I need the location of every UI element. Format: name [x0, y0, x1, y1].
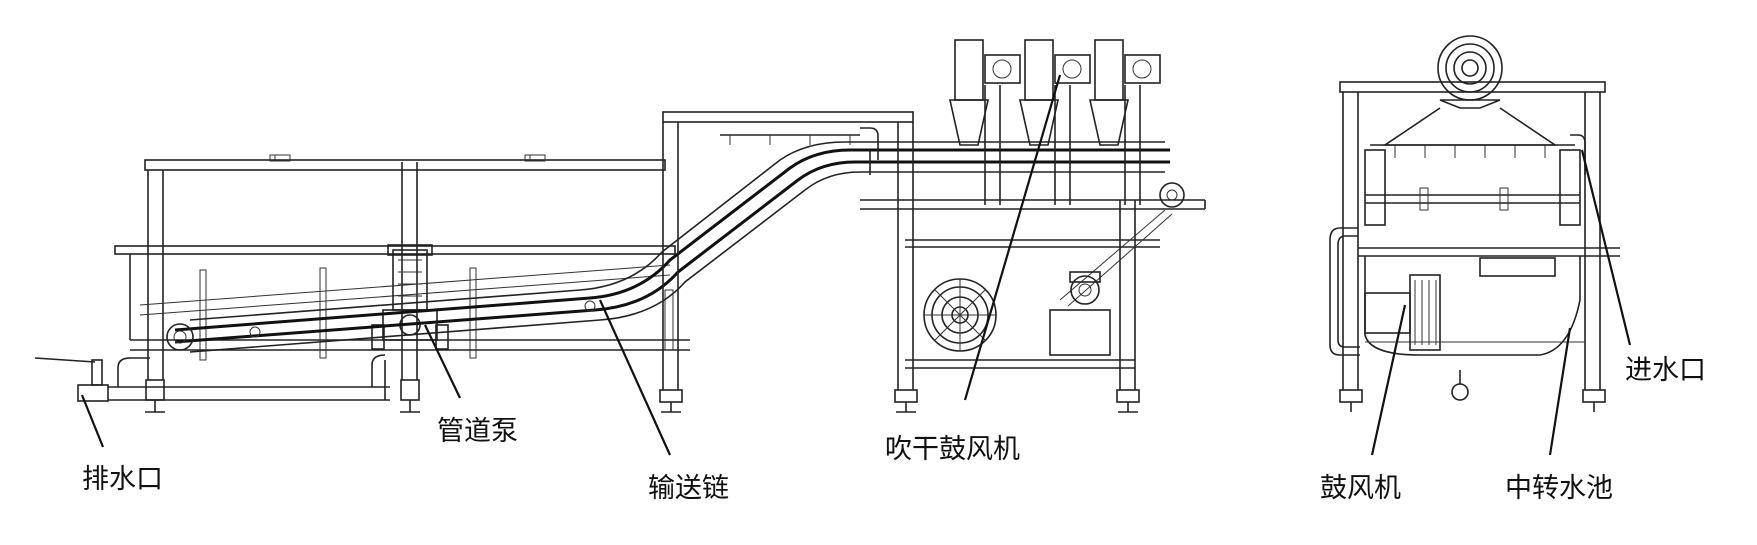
label-drying-blower: 吹干鼓风机 — [885, 434, 1020, 465]
drain-pipe — [34, 354, 390, 402]
conveyor-chain — [166, 141, 1206, 353]
side-view — [34, 39, 1206, 413]
leader-blower — [1370, 304, 1407, 456]
leader-drying-blower — [963, 74, 1062, 401]
leader-lines — [80, 74, 1632, 456]
drive-motor — [1049, 271, 1111, 356]
drying-blowers — [949, 39, 1161, 205]
leader-pipeline-pump — [424, 324, 461, 399]
leader-drain-outlet — [80, 394, 105, 448]
leader-conveyor-chain — [598, 299, 672, 456]
label-conveyor-chain: 输送链 — [648, 473, 729, 504]
label-transfer-tank: 中转水池 — [1505, 473, 1613, 504]
legs-left — [145, 379, 420, 413]
transfer-tank — [1358, 247, 1620, 356]
drying-blower-3 — [1089, 39, 1161, 205]
end-view — [1329, 35, 1620, 412]
label-pipeline-pump: 管道泵 — [437, 416, 518, 447]
wash-tank — [114, 154, 690, 380]
label-blower: 鼓风机 — [1320, 473, 1401, 504]
drying-blower-2 — [1019, 39, 1091, 205]
end-blower — [1364, 274, 1441, 351]
label-drain-outlet: 排水口 — [82, 464, 163, 495]
label-water-inlet: 进水口 — [1625, 355, 1706, 386]
drying-blower-1 — [949, 39, 1021, 205]
labels: 排水口 管道泵 输送链 吹干鼓风机 鼓风机 中转水池 进水口 — [82, 355, 1706, 504]
end-frame-top — [1339, 81, 1606, 93]
leader-water-inlet — [1580, 149, 1632, 346]
end-top-fan — [1437, 35, 1503, 109]
drying-frame — [905, 200, 1173, 413]
incline-frame — [659, 111, 918, 413]
main-fan — [923, 278, 997, 352]
leader-transfer-tank — [1548, 327, 1572, 456]
